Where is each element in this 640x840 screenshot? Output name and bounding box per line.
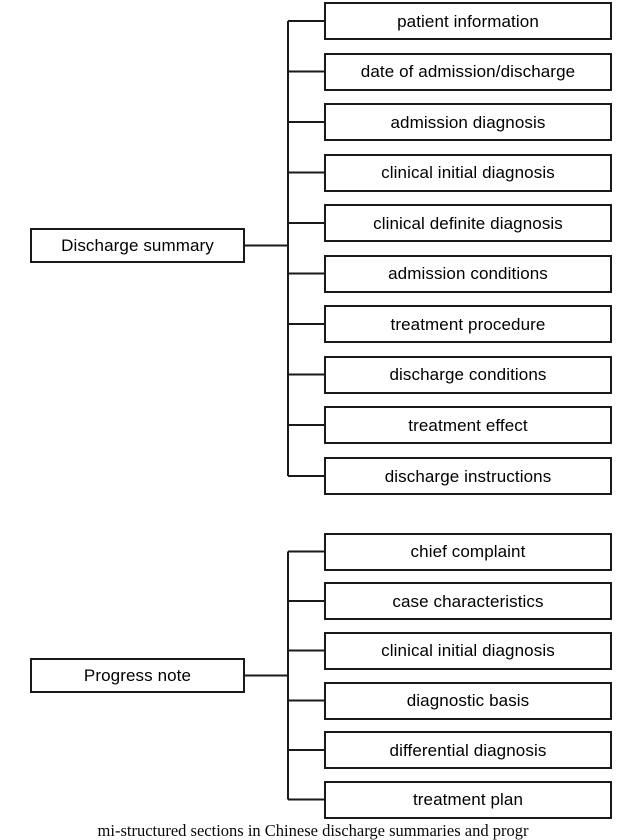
node-label: clinical definite diagnosis bbox=[373, 213, 563, 233]
node-label: case characteristics bbox=[392, 591, 544, 611]
node-label: clinical initial diagnosis bbox=[381, 641, 555, 660]
node-label: discharge conditions bbox=[389, 365, 547, 384]
node-admission-conditions[interactable]: admission conditions bbox=[324, 254, 612, 293]
node-root-progress-note[interactable]: Progress note bbox=[30, 658, 245, 693]
node-label: patient information bbox=[397, 11, 539, 31]
node-treatment-effect[interactable]: treatment effect bbox=[324, 406, 612, 444]
node-label: Progress note bbox=[83, 666, 192, 685]
node-label: chief complaint bbox=[410, 542, 526, 561]
node-label: Discharge summary bbox=[61, 236, 214, 255]
node-label: clinical initial diagnosis bbox=[381, 163, 555, 182]
node-chief-complaint[interactable]: chief complaint bbox=[324, 532, 612, 571]
node-label: discharge instructions bbox=[384, 466, 552, 486]
node-diagnostic-basis[interactable]: diagnostic basis bbox=[324, 681, 612, 720]
node-patient-information[interactable]: patient information bbox=[324, 2, 612, 40]
node-label: diagnostic basis bbox=[406, 691, 530, 710]
figure-caption: mi-structured sections in Chinese discha… bbox=[0, 822, 640, 840]
figure-caption-text: mi-structured sections in Chinese discha… bbox=[97, 822, 529, 840]
node-admission-diagnosis[interactable]: admission diagnosis bbox=[324, 103, 612, 141]
node-clinical-definite-diagnosis[interactable]: clinical definite diagnosis bbox=[324, 204, 612, 242]
node-label: date of admission/discharge bbox=[360, 62, 576, 81]
node-treatment-plan[interactable]: treatment plan bbox=[324, 780, 612, 819]
node-label: differential diagnosis bbox=[389, 740, 547, 760]
node-root-discharge-summary[interactable]: Discharge summary bbox=[30, 228, 245, 263]
node-differential-diagnosis[interactable]: differential diagnosis bbox=[324, 731, 612, 769]
node-clinical-initial-diagnosis-2[interactable]: clinical initial diagnosis bbox=[324, 631, 612, 670]
node-clinical-initial-diagnosis-1[interactable]: clinical initial diagnosis bbox=[324, 153, 612, 192]
node-label: treatment procedure bbox=[390, 314, 546, 334]
node-label: admission conditions bbox=[388, 264, 548, 283]
node-discharge-conditions[interactable]: discharge conditions bbox=[324, 355, 612, 394]
node-label: treatment plan bbox=[412, 790, 524, 809]
node-label: admission diagnosis bbox=[390, 112, 546, 132]
node-label: treatment effect bbox=[408, 415, 528, 435]
node-discharge-instructions[interactable]: discharge instructions bbox=[324, 457, 612, 495]
node-case-characteristics[interactable]: case characteristics bbox=[324, 582, 612, 620]
node-treatment-procedure[interactable]: treatment procedure bbox=[324, 305, 612, 343]
node-date-of-admission-discharge[interactable]: date of admission/discharge bbox=[324, 52, 612, 91]
